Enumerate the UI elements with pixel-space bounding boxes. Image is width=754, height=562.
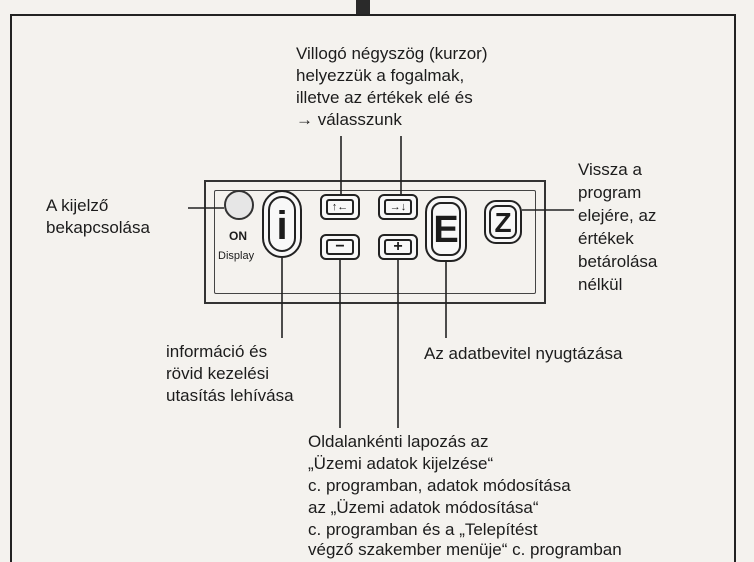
diagram-frame: [10, 14, 736, 562]
back-desc-line-6: nélkül: [578, 275, 623, 294]
display-on-label-1: A kijelző: [46, 196, 109, 215]
paging-desc-line-2: „Üzemi adatok kijelzése“: [308, 454, 494, 473]
info-icon: i: [268, 196, 296, 252]
back-desc-line-3: elejére, az: [578, 206, 657, 225]
back-desc-line-2: program: [578, 183, 642, 202]
back-desc-line-4: értékek: [578, 229, 634, 248]
display-on-label-2: bekapcsolása: [46, 218, 150, 237]
enter-desc: Az adatbevitel nyugtázása: [424, 344, 623, 363]
enter-button[interactable]: E: [425, 196, 467, 262]
plus-button[interactable]: +: [378, 234, 418, 260]
info-desc-line-3: utasítás lehívása: [166, 386, 294, 405]
back-desc-line-5: betárolása: [578, 252, 658, 271]
on-label: ON: [229, 229, 247, 243]
minus-button[interactable]: −: [320, 234, 360, 260]
info-desc-line-2: rövid kezelési: [166, 364, 269, 383]
cursor-desc-line-2: helyezzük a fogalmak,: [296, 66, 465, 85]
cursor-desc-line-4: → válasszunk: [296, 110, 402, 129]
cursor-right-icon: →↓: [384, 199, 412, 215]
back-button[interactable]: Z: [484, 200, 522, 244]
minus-icon: −: [326, 239, 354, 255]
paging-desc-line-6: végző szakember menüje“ c. programban: [308, 540, 622, 559]
cursor-right-button[interactable]: →↓: [378, 194, 418, 220]
back-icon: Z: [489, 205, 517, 239]
cursor-left-button[interactable]: ↑←: [320, 194, 360, 220]
display-label: Display: [218, 250, 255, 262]
control-panel-inner: [214, 190, 536, 294]
paging-desc-line-1: Oldalankénti lapozás az: [308, 432, 489, 451]
info-desc-line-1: információ és: [166, 342, 268, 361]
cable: [356, 0, 370, 15]
cursor-left-icon: ↑←: [326, 199, 354, 215]
paging-desc-line-3: c. programban, adatok módosítása: [308, 476, 571, 495]
plus-icon: +: [384, 239, 412, 255]
display-on-button[interactable]: [224, 190, 254, 220]
cursor-desc-line-1: Villogó négyszög (kurzor): [296, 44, 488, 63]
paging-desc-line-5: c. programban és a „Telepítést: [308, 520, 538, 539]
info-button[interactable]: i: [262, 190, 302, 258]
paging-desc-line-4: az „Üzemi adatok módosítása“: [308, 498, 539, 517]
back-desc-line-1: Vissza a: [578, 160, 642, 179]
enter-icon: E: [431, 202, 461, 256]
cursor-desc-line-3: illetve az értékek elé és: [296, 88, 473, 107]
